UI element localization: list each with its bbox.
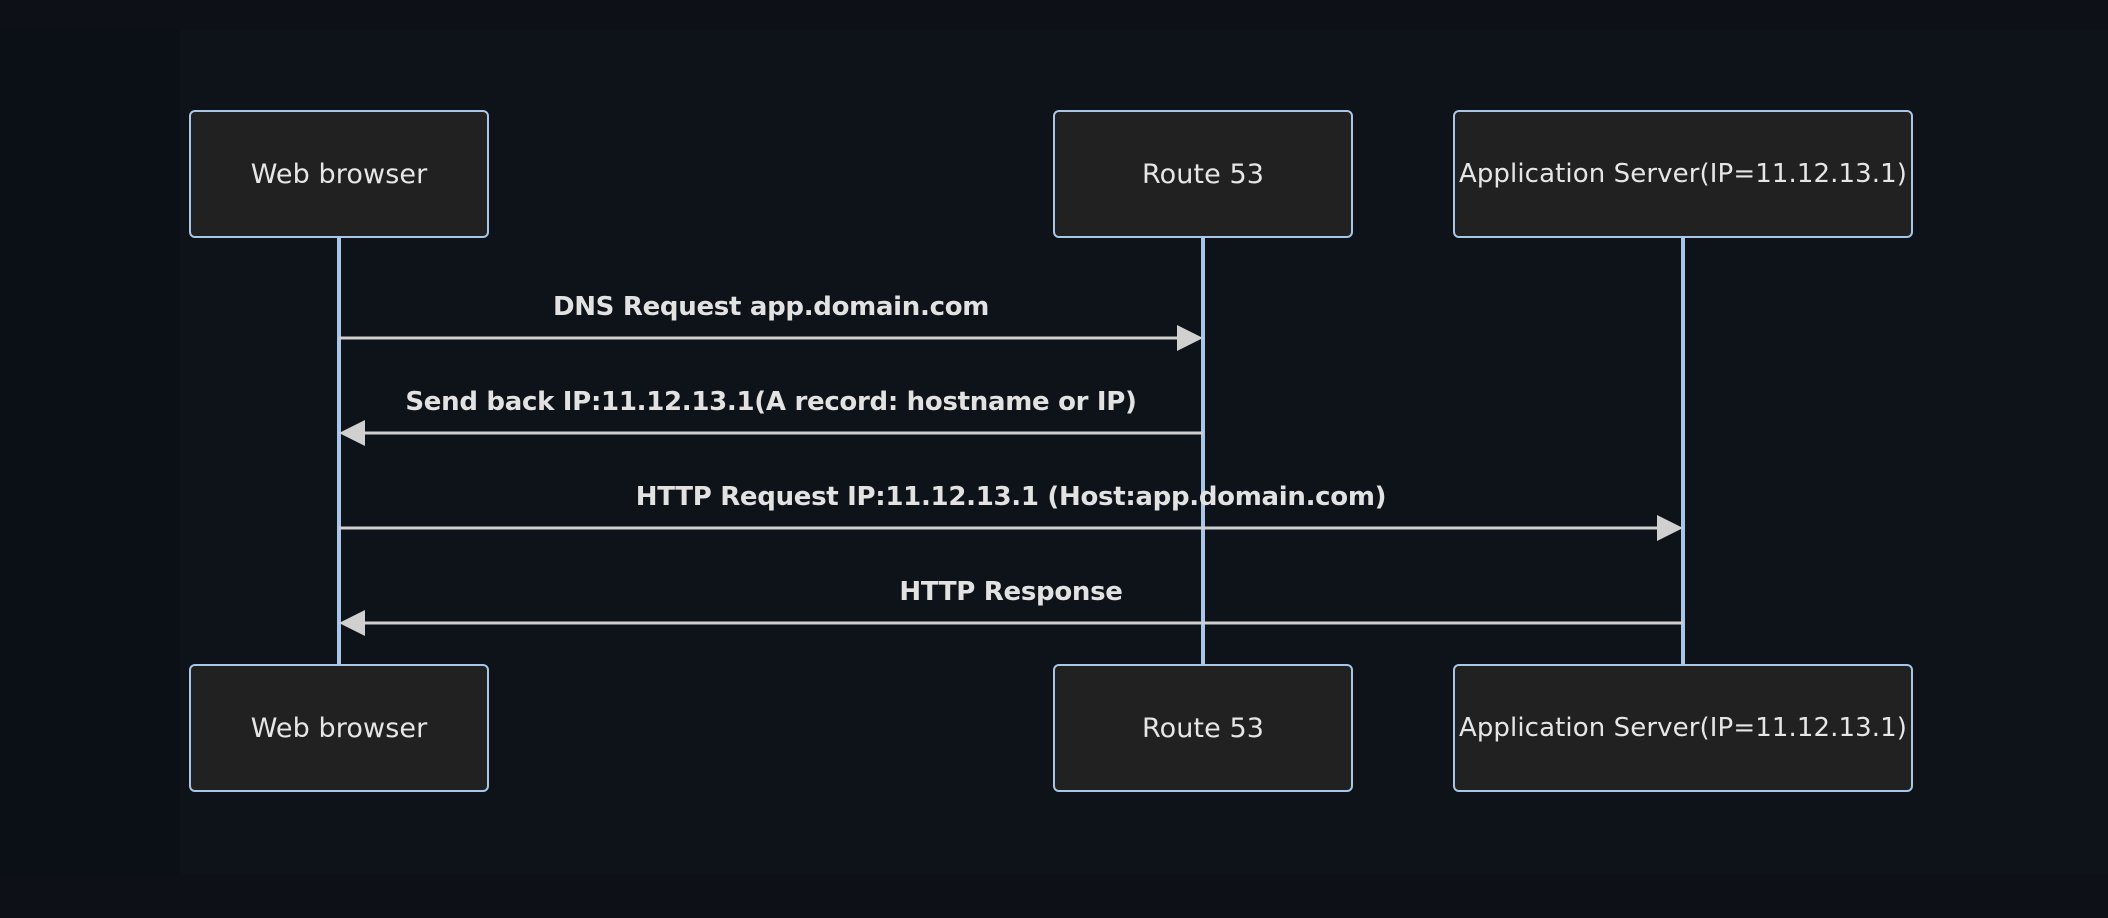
participant-box-route-53-top[interactable]: Route 53 xyxy=(1053,110,1353,238)
messages-group xyxy=(339,325,1683,636)
participant-box-application-server-bottom[interactable]: Application Server(IP=11.12.13.1) xyxy=(1453,664,1913,792)
message-arrowhead-3 xyxy=(1657,515,1683,541)
participant-label-web-browser-top: Web browser xyxy=(250,158,428,190)
message-arrowhead-2 xyxy=(339,420,365,446)
participant-label-application-server-top: Application Server(IP=11.12.13.1) xyxy=(1458,159,1908,189)
message-label-4: HTTP Response xyxy=(899,577,1123,607)
message-arrowhead-4 xyxy=(339,610,365,636)
participant-label-route-53-top: Route 53 xyxy=(1141,158,1265,190)
lifelines-group xyxy=(337,238,1685,664)
participant-label-route-53-bottom: Route 53 xyxy=(1141,712,1265,744)
message-label-3: HTTP Request IP:11.12.13.1 (Host:app.dom… xyxy=(635,482,1387,512)
participant-box-application-server-top[interactable]: Application Server(IP=11.12.13.1) xyxy=(1453,110,1913,238)
message-label-1: DNS Request app.domain.com xyxy=(552,292,990,322)
participant-label-application-server-bottom: Application Server(IP=11.12.13.1) xyxy=(1458,713,1908,743)
participant-box-web-browser-top[interactable]: Web browser xyxy=(189,110,489,238)
message-label-2: Send back IP:11.12.13.1(A record: hostna… xyxy=(405,387,1137,417)
message-arrowhead-1 xyxy=(1177,325,1203,351)
participant-box-route-53-bottom[interactable]: Route 53 xyxy=(1053,664,1353,792)
participant-label-web-browser-bottom: Web browser xyxy=(250,712,428,744)
participant-box-web-browser-bottom[interactable]: Web browser xyxy=(189,664,489,792)
